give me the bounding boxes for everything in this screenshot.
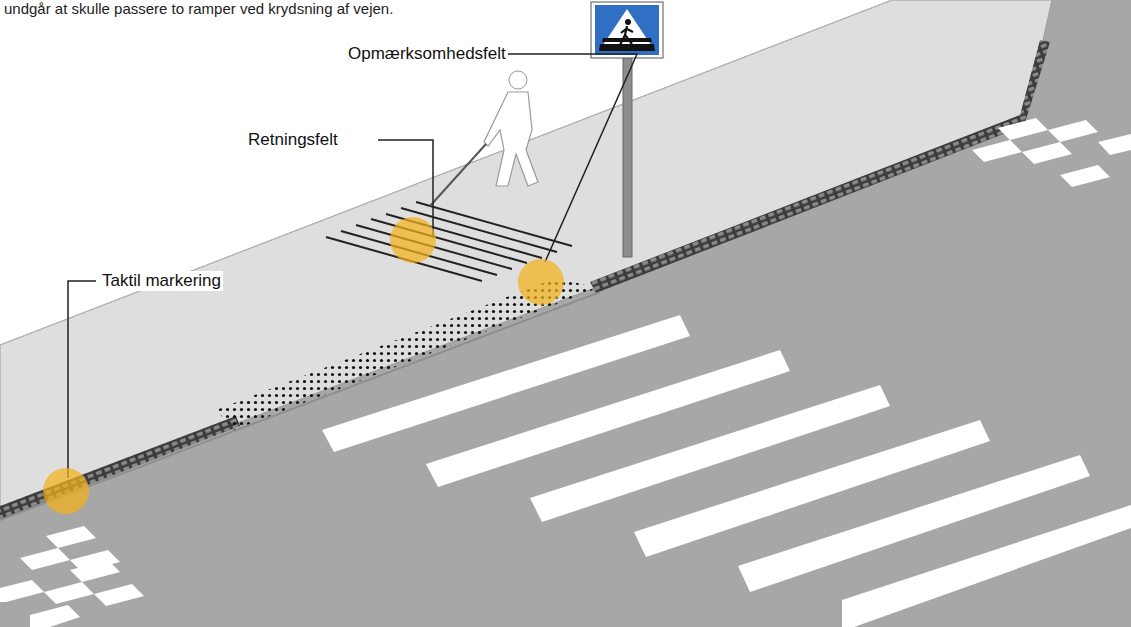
part-label: Taktil markering	[100, 271, 223, 291]
part-label: Opmærksomhedsfelt	[346, 44, 508, 64]
leader-line	[68, 54, 637, 478]
pedestrian-figure	[430, 71, 538, 206]
curb-edge	[0, 292, 600, 520]
part-label: Retningsfelt	[246, 130, 340, 150]
sidewalk	[0, 0, 1052, 513]
cobble-band	[0, 416, 240, 519]
cobble-band	[1020, 40, 1050, 126]
checker-marking	[0, 118, 1131, 627]
sidewalk-edge	[0, 0, 892, 345]
pedestrian-crossing-sign	[591, 2, 663, 58]
caption-fragment: undgår at skulle passere to ramper ved k…	[2, 1, 395, 17]
highlight-circle	[43, 217, 564, 514]
zebra-crossing	[322, 315, 1131, 627]
cobble-band	[590, 115, 1024, 293]
